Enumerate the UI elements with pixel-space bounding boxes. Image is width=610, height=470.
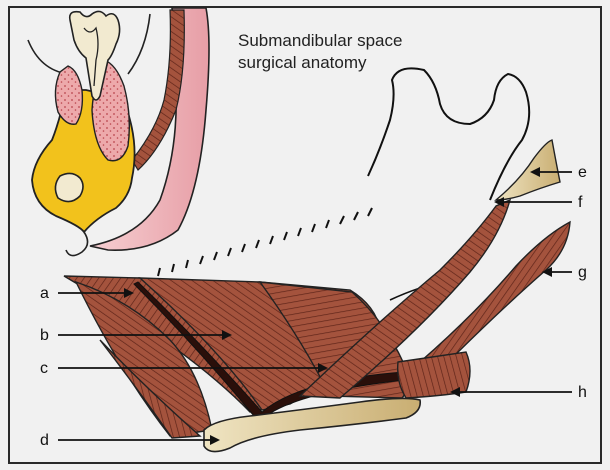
label-f: f [578,194,583,211]
title-line-1: Submandibular space [238,31,402,50]
label-b: b [40,327,49,344]
label-c: c [40,360,48,377]
label-h: h [578,384,587,401]
title-line-2: surgical anatomy [238,53,367,72]
label-g: g [578,264,587,281]
mandibular-canal [55,173,83,201]
label-d: d [40,432,49,449]
label-a: a [40,285,49,302]
label-e: e [578,164,587,181]
